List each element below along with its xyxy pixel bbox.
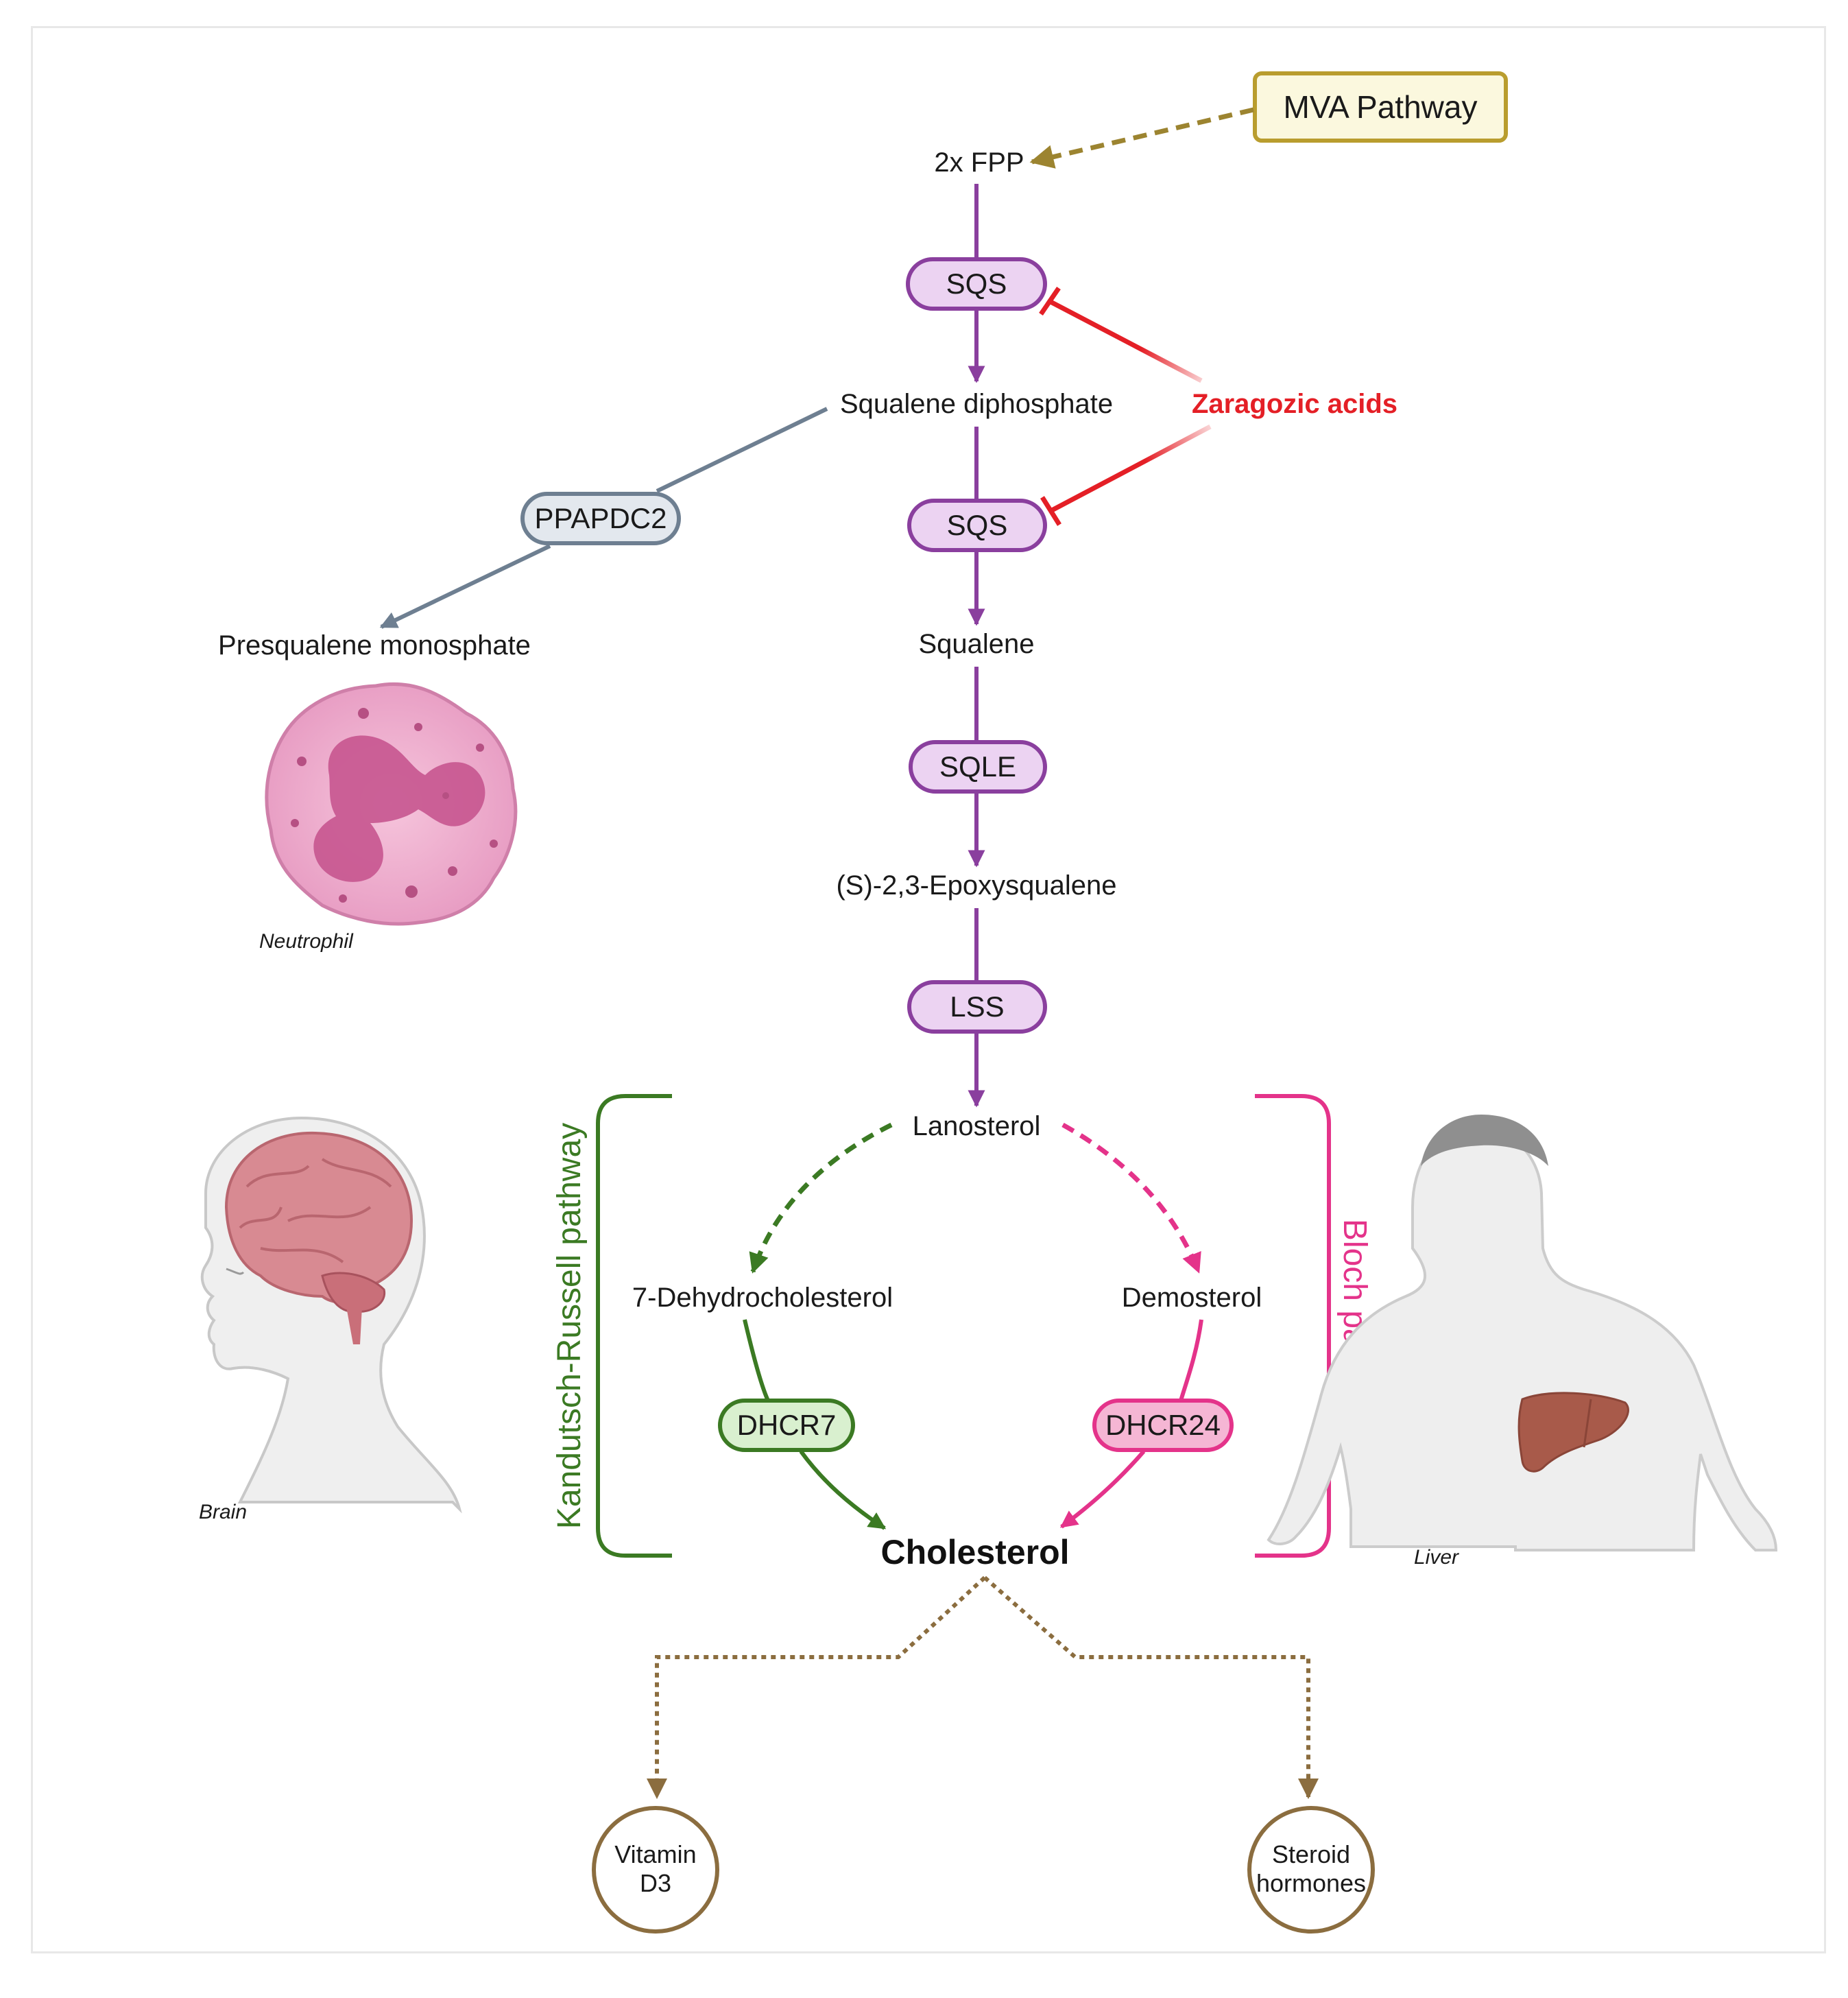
mva-pathway-label: MVA Pathway	[1284, 89, 1478, 125]
inhibition-sqs1	[1039, 287, 1203, 383]
lanosterol-label: Lanosterol	[913, 1111, 1041, 1141]
inhibition-sqs2	[1040, 424, 1212, 526]
dhcr24-label: DHCR24	[1105, 1409, 1221, 1441]
presqualene-label: Presqualene monosphate	[218, 630, 531, 661]
dhcr7-enzyme: DHCR7	[718, 1399, 855, 1452]
lanosterol-to-demosterol-arrow	[1061, 1122, 1201, 1274]
lss-label: LSS	[950, 990, 1004, 1023]
sqs2-enzyme: SQS	[907, 499, 1047, 552]
lss-enzyme: LSS	[907, 980, 1047, 1034]
steroid-hormones-line2: hormones	[1256, 1869, 1366, 1897]
steroid-hormones-node: Steroid hormones	[1247, 1806, 1375, 1934]
cholesterol-to-steroid-hormones-arrow	[983, 1575, 1319, 1799]
fpp-label: 2x FPP	[934, 147, 1024, 178]
kr-bracket	[596, 1094, 672, 1558]
vitamin-d3-line1: Vitamin	[614, 1840, 696, 1868]
demosterol-to-dhcr24-line	[1179, 1319, 1203, 1401]
mva-pathway-box: MVA Pathway	[1253, 71, 1508, 143]
steroid-hormones-line1: Steroid	[1272, 1840, 1350, 1868]
mva-to-fpp-arrow	[1029, 107, 1254, 169]
body-liver-illustration	[1267, 1115, 1778, 1551]
dhcr7-to-cholesterol-arrow	[799, 1450, 887, 1530]
squalene-diphosphate-label: Squalene diphosphate	[840, 389, 1113, 419]
sqle-label: SQLE	[939, 750, 1016, 783]
figure-frame	[31, 26, 1826, 1953]
ppapdc2-enzyme: PPAPDC2	[520, 492, 681, 545]
dhcr24-enzyme: DHCR24	[1092, 1399, 1234, 1452]
epoxysqualene-label: (S)-2,3-Epoxysqualene	[836, 870, 1116, 901]
zaragozic-acids-label: Zaragozic acids	[1192, 389, 1397, 419]
sqs1-enzyme: SQS	[906, 257, 1047, 311]
demosterol-label: Demosterol	[1122, 1283, 1262, 1313]
ppapdc2-to-presqualene-arrow	[379, 544, 551, 629]
cholesterol-to-vitamin-d3-arrow	[647, 1575, 987, 1799]
neutrophil-illustration	[265, 682, 518, 926]
sqs1-label: SQS	[946, 267, 1007, 300]
brain-head-illustration	[200, 1116, 462, 1514]
kr-pathway-label: Kandutsch-Russell pathway	[551, 1123, 588, 1529]
dhcr7-label: DHCR7	[737, 1409, 837, 1441]
dhcr24-to-cholesterol-arrow	[1059, 1450, 1146, 1529]
liver-caption: Liver	[1414, 1546, 1459, 1569]
7-dehydrocholesterol-label: 7-Dehydrocholesterol	[632, 1283, 893, 1313]
squalene-diphosphate-to-ppapdc2-line	[656, 407, 828, 493]
7dhc-to-dhcr7-line	[743, 1319, 770, 1402]
sqs2-label: SQS	[947, 509, 1008, 541]
vitamin-d3-line2: D3	[640, 1869, 671, 1897]
sqle-enzyme: SQLE	[909, 740, 1047, 794]
squalene-label: Squalene	[918, 629, 1034, 659]
cholesterol-label: Cholesterol	[880, 1533, 1069, 1571]
vitamin-d3-node: Vitamin D3	[592, 1806, 719, 1934]
lanosterol-to-7dhc-arrow	[749, 1122, 893, 1274]
bloch-bracket	[1255, 1094, 1331, 1558]
brain-caption: Brain	[199, 1501, 247, 1523]
neutrophil-caption: Neutrophil	[259, 930, 354, 953]
ppapdc2-label: PPAPDC2	[535, 502, 667, 534]
